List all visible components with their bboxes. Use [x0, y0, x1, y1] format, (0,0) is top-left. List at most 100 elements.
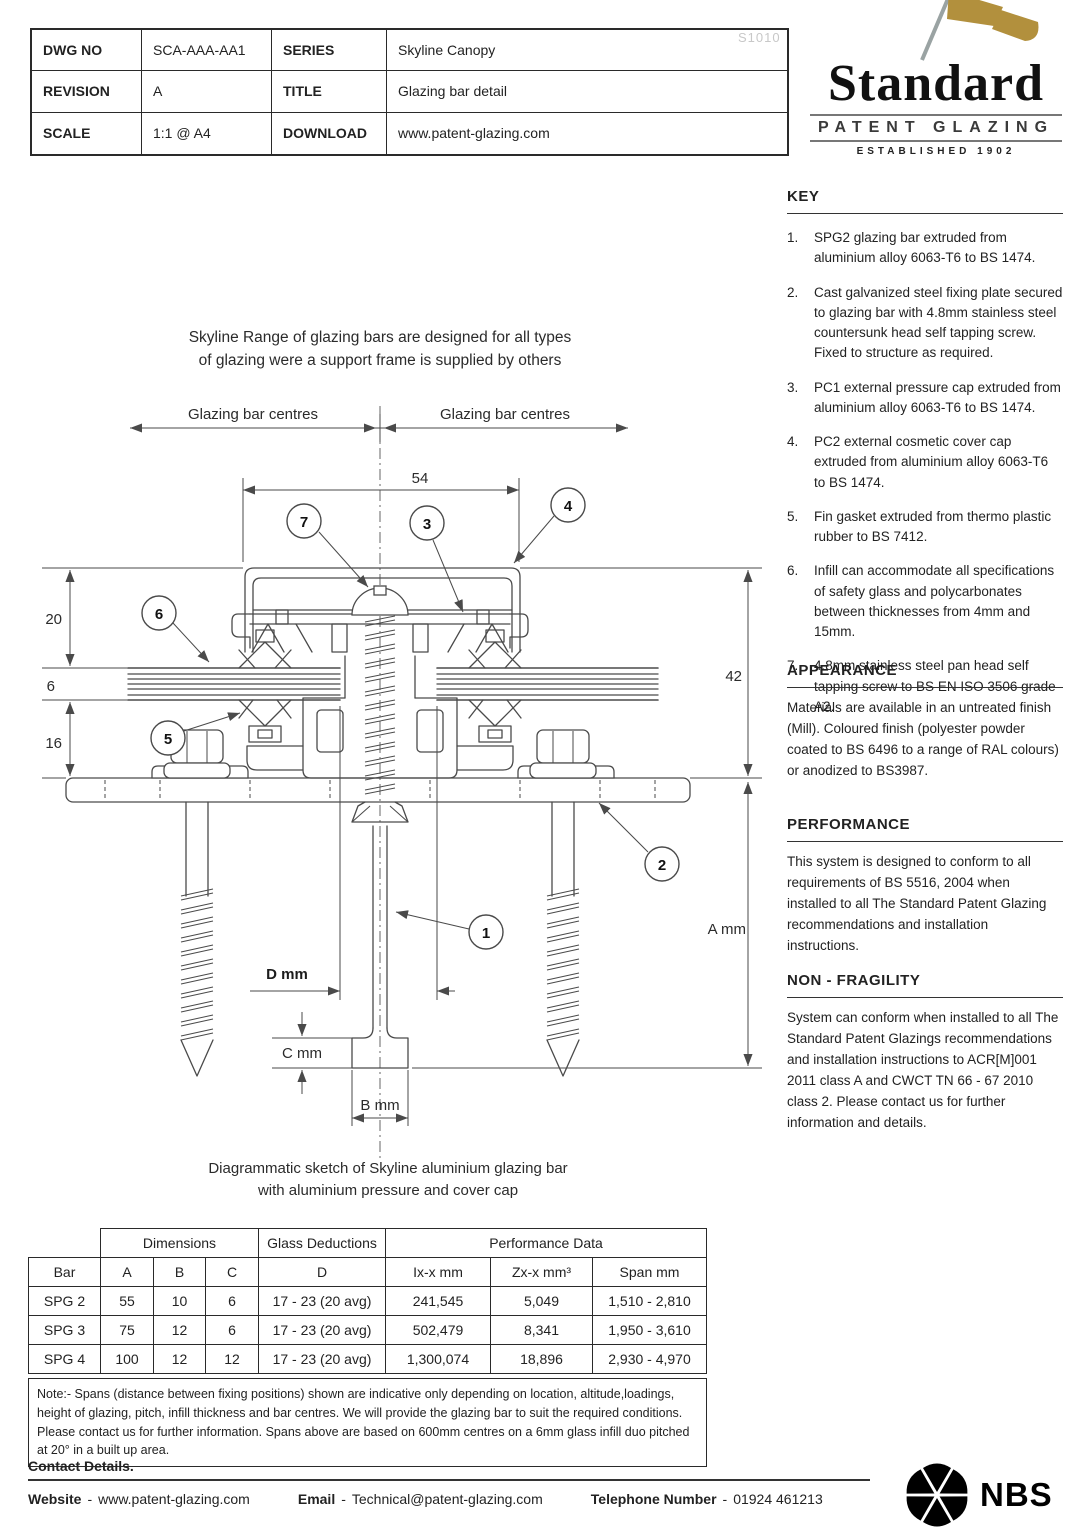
callout-2: 2 — [644, 846, 680, 882]
svg-text:3: 3 — [423, 516, 431, 533]
fin-gasket-top-right — [468, 629, 522, 669]
key-item: 1.SPG2 glazing bar extruded from alumini… — [787, 230, 1036, 266]
dim-54: 54 — [242, 470, 520, 562]
download-value[interactable]: www.patent-glazing.com — [398, 125, 550, 142]
revision-label: REVISION — [32, 71, 142, 113]
glazing-bar-centres-dimension: Glazing bar centres Glazing bar centres — [130, 406, 628, 442]
series-label: SERIES — [272, 30, 387, 72]
key-section: KEY 1.SPG2 glazing bar extruded from alu… — [787, 188, 1063, 731]
svg-text:C mm: C mm — [282, 1045, 322, 1062]
performance-section: PERFORMANCE This system is designed to c… — [787, 816, 1063, 957]
drawing-heading: Skyline Range of glazing bars are design… — [188, 329, 572, 370]
website-link[interactable]: www.patent-glazing.com — [98, 1491, 250, 1507]
svg-text:5: 5 — [164, 731, 172, 748]
svg-text:2: 2 — [658, 857, 666, 874]
bar-stem-and-foot — [351, 825, 409, 1069]
contact-details-heading: Contact Details. — [28, 1458, 134, 1474]
svg-text:D mm: D mm — [266, 966, 308, 983]
callout-3: 3 — [409, 505, 445, 541]
nbs-flower-icon — [906, 1463, 968, 1527]
callout-7: 7 — [286, 503, 322, 539]
series-value: Skyline Canopy — [387, 30, 787, 72]
logo-established: ESTABLISHED 1902 — [856, 146, 1016, 157]
hex-screw-left — [163, 729, 231, 1077]
centres-left-label: Glazing bar centres — [188, 406, 318, 423]
title-label: TITLE — [272, 71, 387, 113]
email-link[interactable]: Technical@patent-glazing.com — [351, 1491, 543, 1507]
phone-number[interactable]: 01924 461213 — [733, 1491, 823, 1507]
dim-d: D mm — [250, 706, 455, 1000]
logo-name: Standard — [827, 55, 1045, 112]
pressure-cap — [231, 613, 529, 653]
spec-table: Dimensions Glass Deductions Performance … — [28, 1228, 707, 1374]
sheet-watermark: S1010 — [738, 30, 781, 45]
svg-text:A mm: A mm — [708, 921, 746, 938]
table-row: SPG 3 75 12 6 17 - 23 (20 avg) 502,479 8… — [28, 1315, 707, 1345]
scale-label: SCALE — [32, 112, 142, 154]
non-fragility-section: NON - FRAGILITY System can conform when … — [787, 972, 1063, 1134]
company-logo: Standard PATENT GLAZING ESTABLISHED 1902 — [800, 0, 1072, 157]
non-fragility-heading: NON - FRAGILITY — [787, 972, 1063, 998]
glazing-bar-cross-section-drawing: Glazing bar centres Glazing bar centres … — [42, 406, 762, 1199]
dim-right-stack: 42 A mm — [708, 570, 753, 1066]
performance-data-group-header: Performance Data — [385, 1228, 707, 1258]
nbs-logo: NBS — [900, 1457, 1053, 1533]
dim-c: C mm — [282, 1012, 322, 1094]
svg-text:B mm: B mm — [360, 1097, 399, 1114]
svg-text:4: 4 — [564, 498, 573, 515]
contact-footer: Contact Details. Website - www.patent-gl… — [28, 1458, 1058, 1507]
dimensions-group-header: Dimensions — [100, 1228, 259, 1258]
svg-text:16: 16 — [45, 735, 62, 752]
logo-flag-icon — [920, 0, 1039, 61]
svg-text:42: 42 — [725, 668, 742, 685]
dim-b: B mm — [351, 1070, 409, 1126]
title-value: Glazing bar detail — [387, 71, 787, 113]
callout-4: 4 — [550, 487, 586, 523]
hex-screw-right — [529, 729, 597, 1077]
phone-label: Telephone Number — [590, 1491, 717, 1507]
table-row: SPG 4 100 12 12 17 - 23 (20 avg) 1,300,0… — [28, 1344, 707, 1374]
website-label: Website — [28, 1491, 82, 1507]
dwg-no-value: SCA-AAA-AA1 — [142, 30, 272, 72]
key-item: 2.Cast galvanized steel fixing plate sec… — [787, 284, 1063, 361]
key-item: 6.Infill can accommodate all specificati… — [787, 563, 1055, 639]
svg-text:20: 20 — [45, 611, 62, 628]
callout-6: 6 — [141, 595, 177, 631]
column-header-row: Bar A B C D Ix-x mm Zx-x mm³ Span mm — [28, 1257, 707, 1287]
fin-gasket-bottom-right — [468, 699, 522, 743]
logo-subtitle: PATENT GLAZING — [810, 114, 1062, 142]
fin-gasket-top-left — [238, 629, 292, 669]
svg-text:6: 6 — [47, 678, 55, 695]
drawing-caption-line2: with aluminium pressure and cover cap — [257, 1182, 518, 1199]
key-heading: KEY — [787, 188, 1063, 214]
svg-text:54: 54 — [412, 470, 429, 487]
svg-text:6: 6 — [155, 606, 163, 623]
table-row: SPG 2 55 10 6 17 - 23 (20 avg) 241,545 5… — [28, 1286, 707, 1316]
key-item: 4.PC2 external cosmetic cover cap extrud… — [787, 434, 1049, 490]
download-label: DOWNLOAD — [272, 112, 387, 154]
glass-infill — [127, 667, 659, 701]
appearance-heading: APPEARANCE — [787, 662, 1063, 688]
nbs-text: NBS — [980, 1476, 1053, 1513]
centres-right-label: Glazing bar centres — [440, 406, 570, 423]
revision-value: A — [142, 71, 272, 113]
non-fragility-body: System can conform when installed to all… — [787, 1010, 1059, 1130]
email-label: Email — [297, 1491, 336, 1507]
dwg-no-label: DWG NO — [32, 30, 142, 72]
callout-leaders — [172, 515, 649, 930]
glass-deductions-group-header: Glass Deductions — [258, 1228, 386, 1258]
svg-text:7: 7 — [300, 514, 308, 531]
dim-left-stack: 20 6 16 — [45, 570, 75, 776]
fin-gasket-bottom-left — [238, 699, 292, 743]
key-item: 7.4.8mm stainless steel pan head self ta… — [787, 658, 1056, 714]
key-item: 5.Fin gasket extruded from thermo plasti… — [787, 508, 1052, 544]
footer-rule — [28, 1479, 870, 1481]
appearance-body: Materials are available in an untreated … — [787, 700, 1059, 778]
svg-text:1: 1 — [482, 925, 490, 942]
glazing-bar-body — [246, 655, 514, 779]
spec-table-note: Note:- Spans (distance between fixing po… — [28, 1378, 707, 1467]
appearance-section: APPEARANCE Materials are available in an… — [787, 662, 1063, 782]
group-header-row: Dimensions Glass Deductions Performance … — [29, 1228, 707, 1258]
drawing-caption-line1: Diagrammatic sketch of Skyline aluminium… — [208, 1160, 567, 1177]
